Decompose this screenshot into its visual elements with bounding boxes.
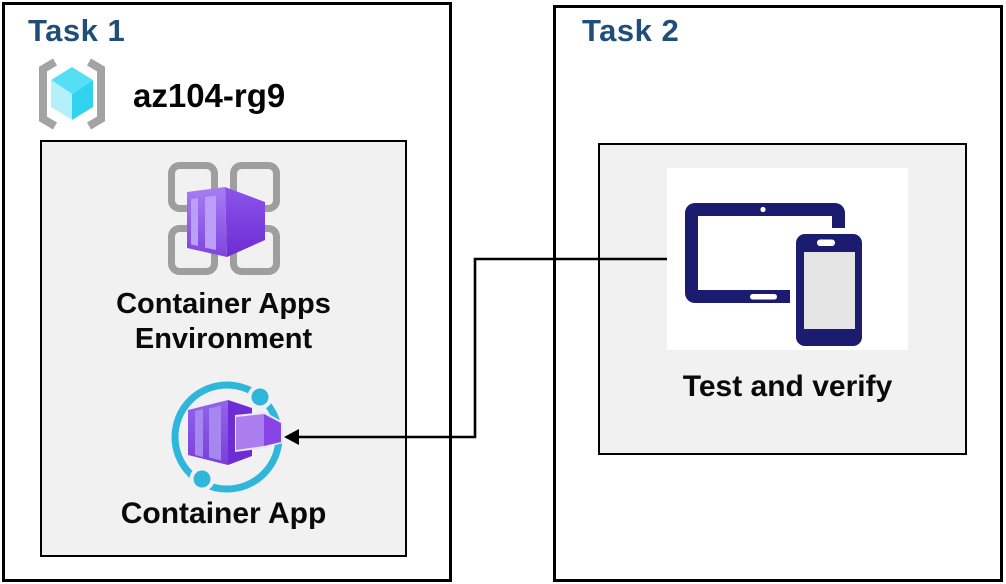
tablet-home-slot [750, 294, 777, 300]
env-container-stripe [191, 198, 198, 246]
cube-left-face [51, 80, 72, 120]
env-container-stripe [205, 195, 216, 250]
app-container-front-face [188, 400, 228, 465]
bracket-left [39, 58, 58, 130]
small-cube-front-face [236, 414, 264, 450]
test-and-verify-label: Test and verify [682, 370, 893, 403]
container-apps-environment-icon [168, 162, 280, 275]
small-cube-right-face [264, 414, 281, 446]
container-apps-environment-label: Container Apps Environment [116, 288, 331, 355]
device-icon-panel [667, 168, 908, 351]
container-app-icon [171, 381, 283, 493]
phone-screen [804, 252, 855, 329]
bracket-right [86, 58, 105, 130]
cube-right-face [72, 80, 93, 120]
task2-title: Task 2 [582, 13, 680, 48]
task1-title: Task 1 [28, 13, 126, 48]
phone-speaker-slot [817, 239, 835, 246]
app-container-stripe [195, 409, 203, 457]
devices-icon [685, 203, 868, 351]
orbit-node-dot [189, 466, 215, 492]
tablet-camera-dot [760, 206, 766, 213]
app-container-stripe [209, 405, 221, 461]
cube-top-face [51, 67, 93, 94]
resource-group-icon [39, 58, 105, 130]
container-app-label: Container App [120, 497, 327, 530]
env-container-right-face [225, 187, 265, 257]
orbit-node-dot [247, 384, 273, 410]
resource-group-name: az104-rg9 [133, 77, 286, 114]
